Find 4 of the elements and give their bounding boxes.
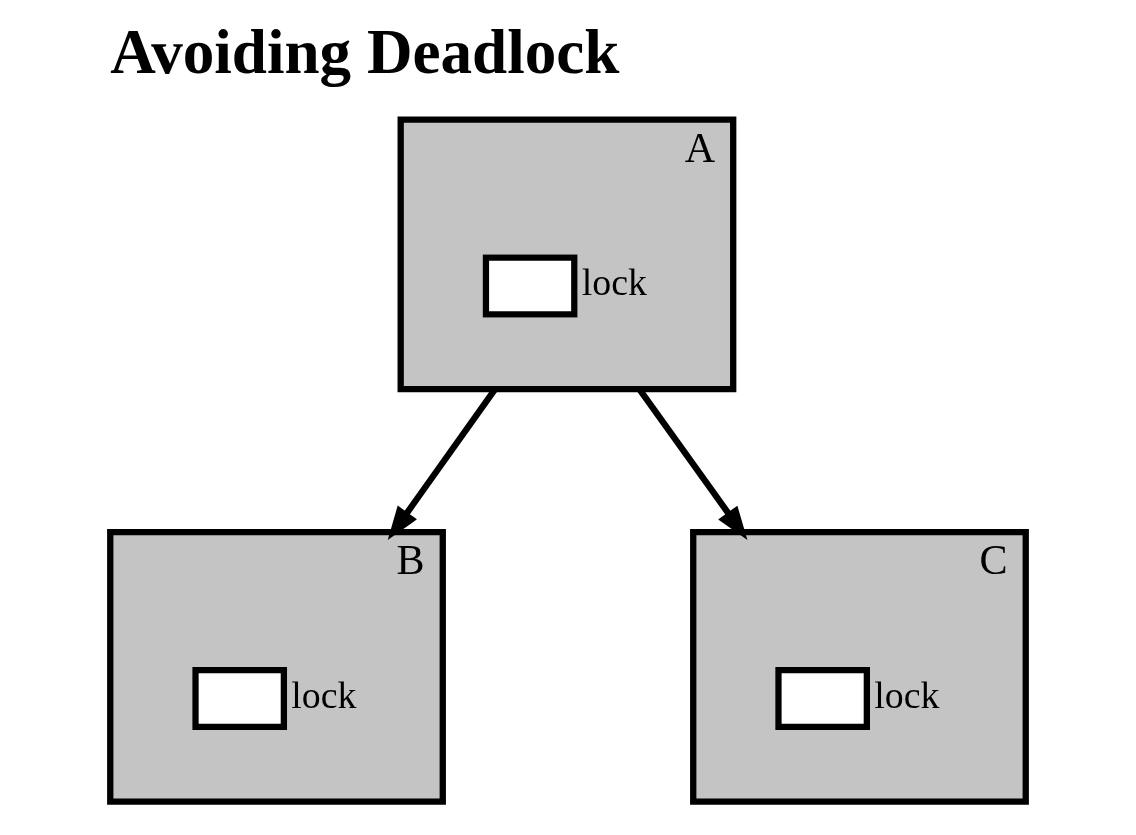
node-label: lock — [874, 673, 940, 716]
node-label: lock — [291, 673, 357, 716]
node-label: lock — [581, 261, 647, 304]
diagram-title: Avoiding Deadlock — [110, 17, 620, 88]
